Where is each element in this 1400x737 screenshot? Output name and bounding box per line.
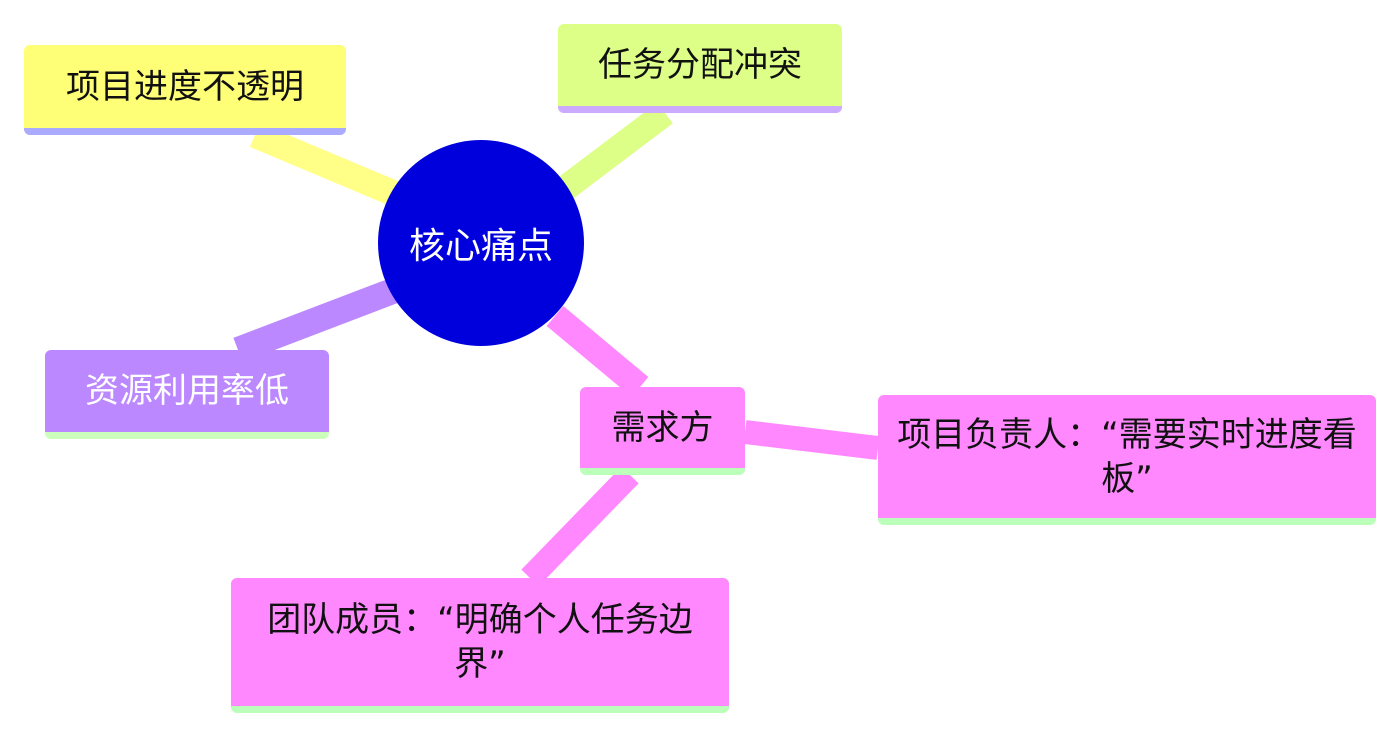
leaf-node-owner[interactable]: 项目负责人：“需要实时进度看板” [878, 395, 1376, 525]
edge-demand-team [521, 466, 639, 587]
branch-node-resource-label: 资源利用率低 [85, 371, 289, 411]
branch-node-demand-label: 需求方 [611, 407, 714, 448]
root-node-label: 核心痛点 [408, 226, 553, 267]
branch-node-progress[interactable]: 项目进度不透明 [24, 45, 346, 135]
branch-node-conflict[interactable]: 任务分配冲突 [558, 24, 842, 113]
leaf-node-team-label: 团队成员：“明确个人任务边界” [267, 600, 693, 684]
edge-demand-owner [743, 420, 880, 460]
edge-root-progress [249, 123, 406, 208]
branch-node-progress-label: 项目进度不透明 [66, 66, 304, 107]
root-node[interactable]: 核心痛点 [378, 140, 584, 346]
leaf-node-team[interactable]: 团队成员：“明确个人任务边界” [231, 578, 729, 713]
leaf-node-owner-label: 项目负责人：“需要实时进度看板” [897, 414, 1357, 499]
edge-root-conflict [555, 102, 673, 201]
branch-node-demand[interactable]: 需求方 [580, 387, 745, 475]
edge-root-demand [546, 306, 649, 397]
edge-root-resource [233, 276, 403, 363]
branch-node-conflict-label: 任务分配冲突 [598, 45, 802, 85]
branch-node-resource[interactable]: 资源利用率低 [45, 350, 329, 439]
